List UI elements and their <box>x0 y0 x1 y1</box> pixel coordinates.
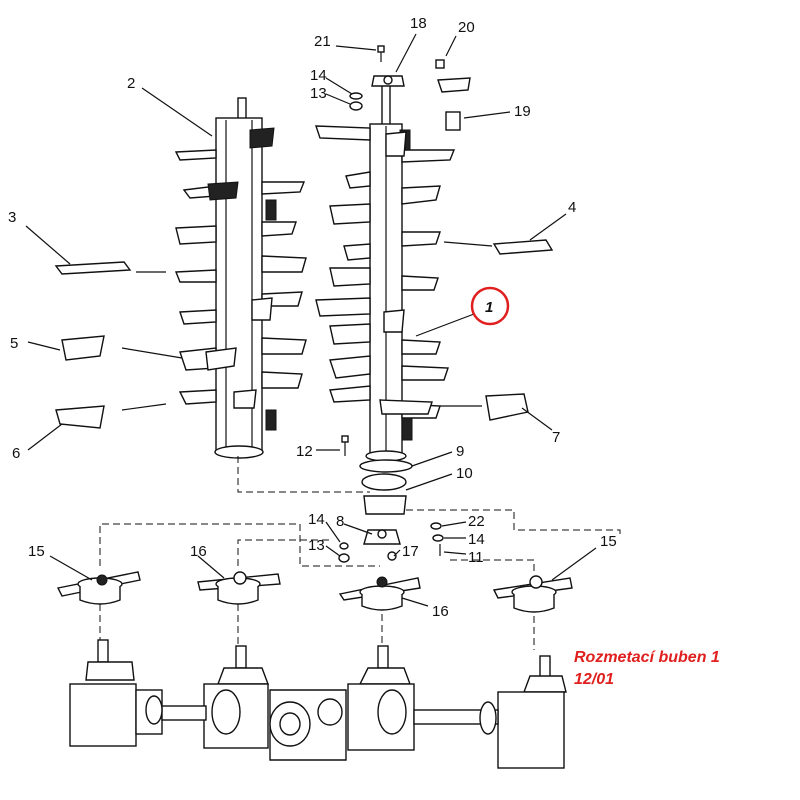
label-17: 17 <box>402 543 419 560</box>
label-15a: 15 <box>28 543 45 560</box>
label-13b: 13 <box>308 537 325 554</box>
label-5: 5 <box>10 335 18 352</box>
caption-title: Rozmetací buben 1 <box>574 649 720 666</box>
paddle-3 <box>54 261 132 275</box>
disc-16-left <box>197 571 281 605</box>
gearbox-assembly <box>69 639 567 769</box>
label-14b: 14 <box>308 511 325 528</box>
label-2: 2 <box>127 75 135 92</box>
label-1: 1 <box>485 299 493 316</box>
label-10: 10 <box>456 465 473 482</box>
label-11: 11 <box>468 549 484 566</box>
label-9: 9 <box>456 443 464 460</box>
label-12: 12 <box>296 443 313 460</box>
label-20: 20 <box>458 19 475 36</box>
disc-15-right <box>492 575 573 613</box>
paddle-4 <box>492 239 554 255</box>
disc-16-right <box>338 576 421 611</box>
label-21: 21 <box>314 33 331 50</box>
shoe-7 <box>485 393 529 421</box>
shoe-6 <box>55 405 105 429</box>
label-18: 18 <box>410 15 427 32</box>
label-8: 8 <box>336 513 344 530</box>
label-7: 7 <box>552 429 560 446</box>
label-6: 6 <box>12 445 20 462</box>
label-16a: 16 <box>190 543 207 560</box>
leader-lines <box>25 33 597 607</box>
label-4: 4 <box>568 199 576 216</box>
label-14a: 14 <box>310 67 327 84</box>
label-14c: 14 <box>468 531 485 548</box>
label-15b: 15 <box>600 533 617 550</box>
shoe-5 <box>61 335 105 361</box>
label-13a: 13 <box>310 85 327 102</box>
caption-date: 12/01 <box>574 671 614 688</box>
rotor-left <box>174 97 307 459</box>
part-labels: 2 3 4 5 6 7 21 18 20 14 13 19 12 9 10 14… <box>8 15 617 620</box>
highlight-part-1: 1 <box>470 286 510 326</box>
label-3: 3 <box>8 209 16 226</box>
disc-15-left <box>56 571 141 605</box>
label-19: 19 <box>514 103 531 120</box>
rotor-right <box>315 81 456 462</box>
label-16b: 16 <box>432 603 449 620</box>
label-22: 22 <box>468 513 485 530</box>
